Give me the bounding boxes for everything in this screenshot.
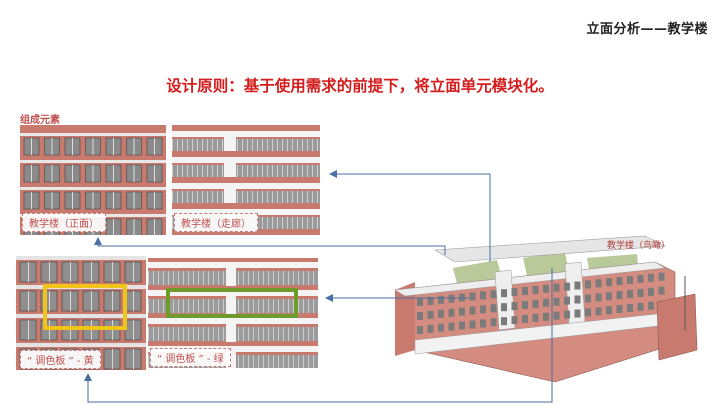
caption-front: 教学楼（正面） (22, 213, 106, 232)
yellow-highlight-frame (43, 284, 127, 330)
aerial-view (375, 232, 715, 392)
panel-palette-green: “ 调色板 ” - 绿 (148, 258, 318, 368)
caption-palette-yellow: “ 调色板 ” - 黄 (20, 350, 101, 369)
arrow-to-corridor (329, 170, 491, 262)
aerial-label: 教学楼（鸟瞰） (607, 241, 671, 251)
green-highlight-frame (166, 288, 298, 318)
design-principle: 设计原则：基于使用需求的前提下，将立面单元模块化。 (166, 77, 554, 95)
caption-corridor: 教学楼（走廊） (174, 213, 258, 232)
page-title: 立面分析——教学楼 (586, 22, 708, 37)
arrow-to-yellow (84, 268, 553, 403)
panel-palette-yellow: “ 调色板 ” - 黄 (16, 256, 146, 370)
aerial-building-image (394, 235, 698, 383)
panel-front-facade: 教学楼（正面） (20, 125, 166, 235)
panel-corridor-facade: 教学楼（走廊） (172, 125, 320, 235)
components-label: 组成元素 (20, 115, 60, 126)
arrow-to-front (94, 237, 446, 255)
caption-palette-green: “ 调色板 ” - 绿 (150, 348, 231, 367)
